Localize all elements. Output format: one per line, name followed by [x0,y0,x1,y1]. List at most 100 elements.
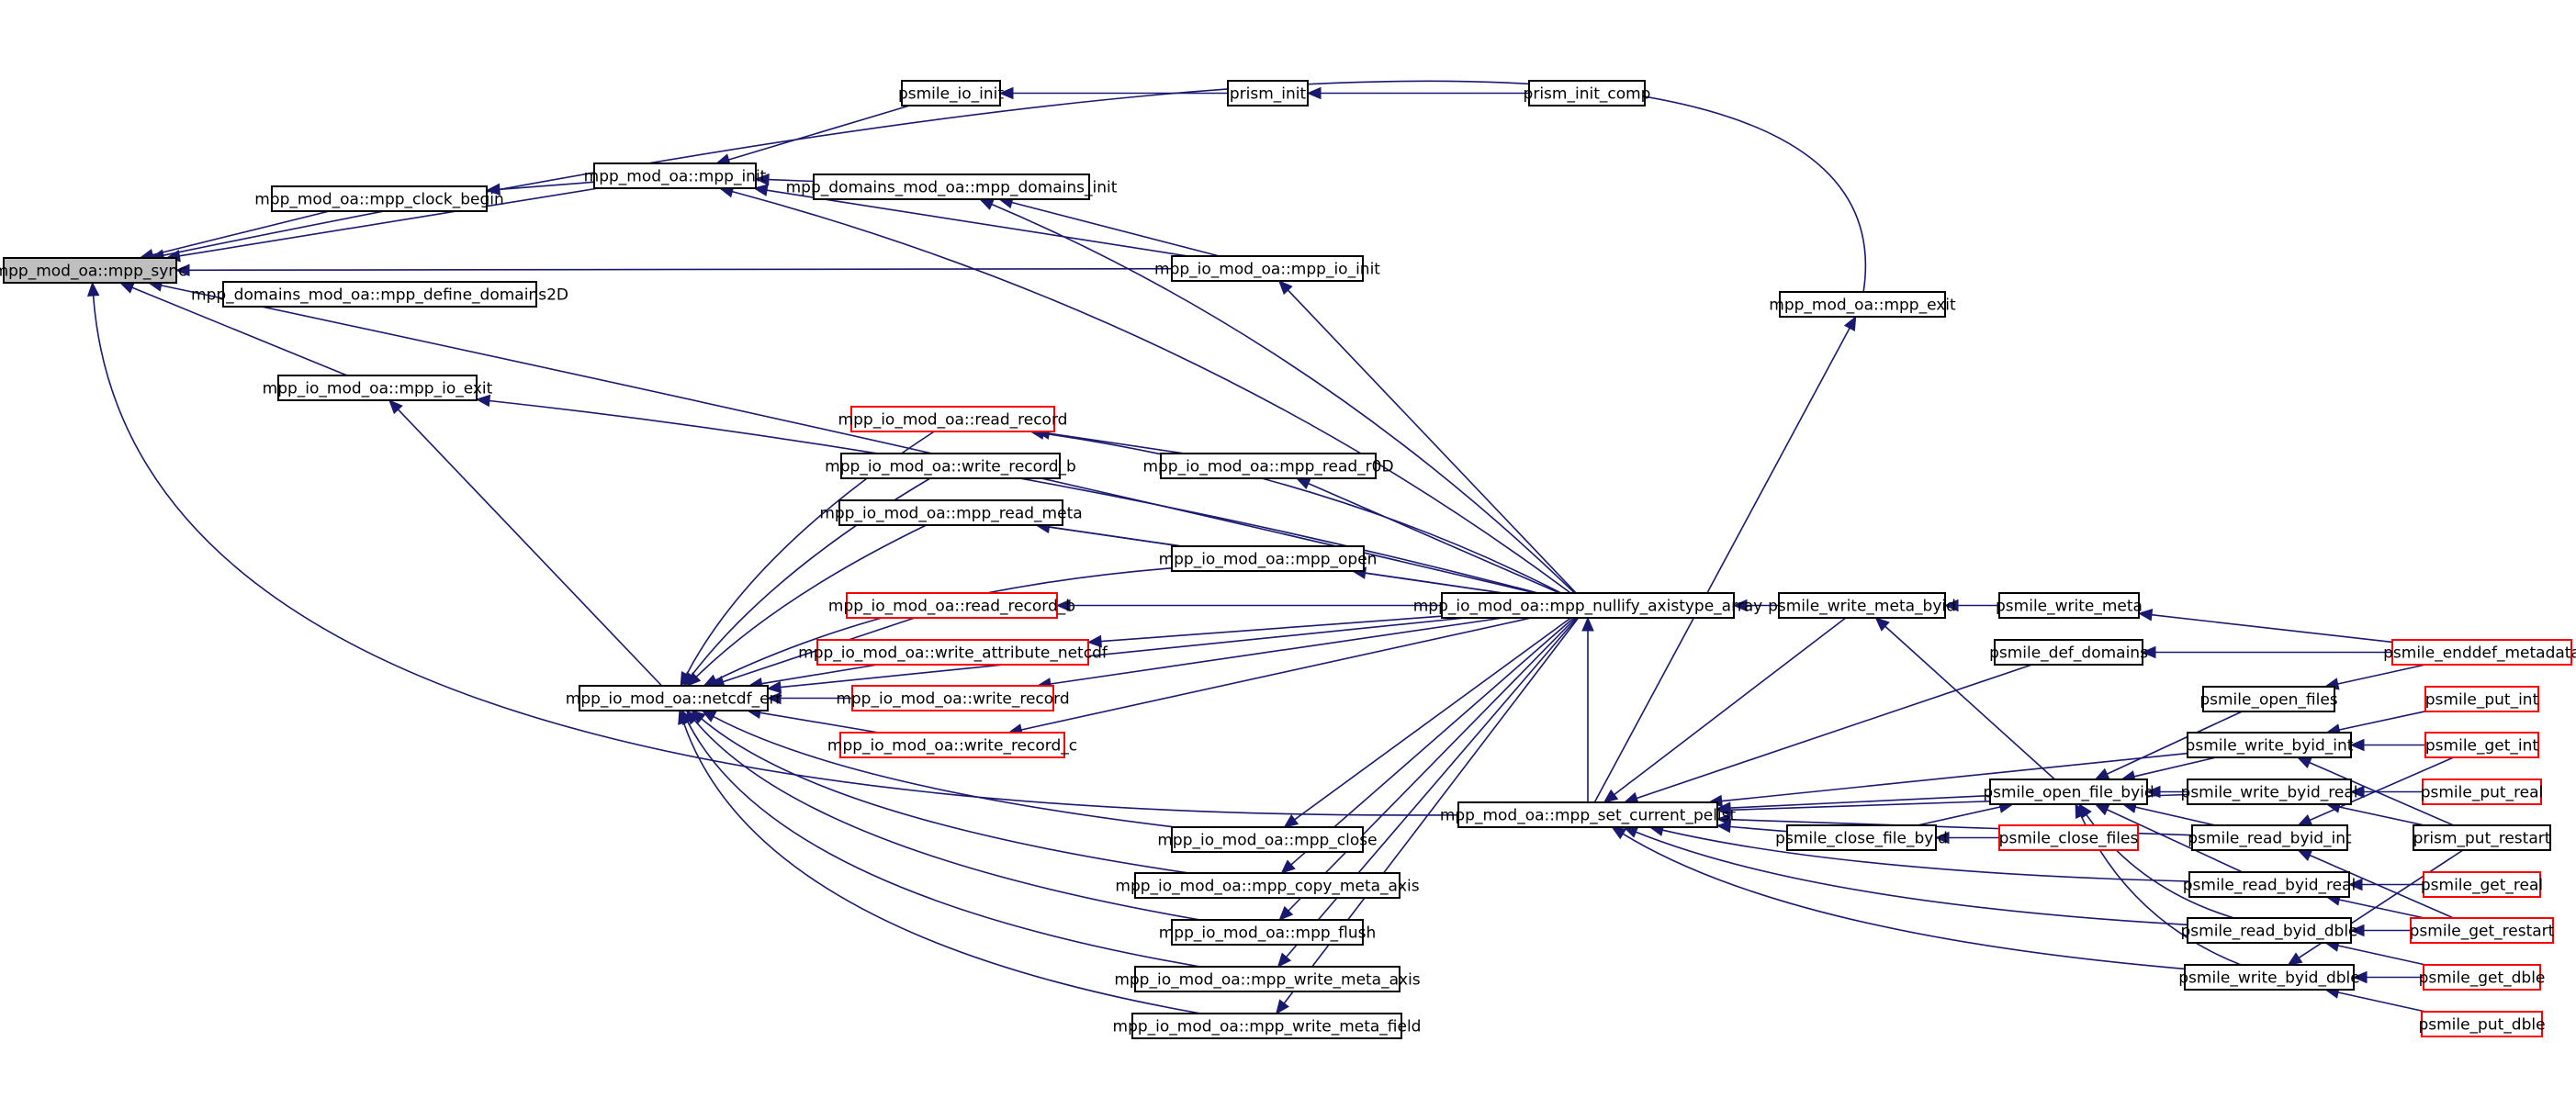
edge-prism_put_restart-to-psmile_write_byid_int [2309,761,2454,826]
edge-psmile_read_byid_dble-to-set_current_pelist [1636,831,2188,926]
edge-psmile_def_domains-to-set_current_pelist [1636,664,2032,800]
node-psmile-write-byid-int[interactable]: psmile_write_byid_int [2186,732,2354,758]
node-box [1779,291,1946,318]
node-mpp-copy-meta-axis[interactable]: mpp_io_mod_oa::mpp_copy_meta_axis [1115,872,1420,899]
edge-psmile_get_dble-to-psmile_read_byid_dble [2337,945,2426,966]
node-mpp-write-meta-field[interactable]: mpp_io_mod_oa::mpp_write_meta_field [1113,1013,1422,1039]
node-psmile-def-domains[interactable]: psmile_def_domains [1989,639,2148,666]
arrowhead-set_current_pelist-to-mpp_sync [86,281,100,297]
arrowhead-nullify-to-read_record_b [1055,599,1071,612]
node-mpp-write-meta-axis[interactable]: mpp_io_mod_oa::mpp_write_meta_axis [1114,966,1421,992]
node-box [816,639,1089,666]
node-psmile-get-restart[interactable]: psmile_get_restart [2410,917,2555,944]
arrowhead-mpp_read_meta-to-netcdf_err [686,672,702,687]
node-prism-put-restart[interactable]: prism_put_restart [2413,824,2551,851]
node-psmile-enddef-metadata[interactable]: psmile_enddef_metadata [2383,639,2576,666]
node-mpp-open[interactable]: mpp_io_mod_oa::mpp_open [1159,545,1378,572]
node-psmile-write-meta-byid[interactable]: psmile_write_meta_byid [1768,592,1956,619]
node-mpp-io-init[interactable]: mpp_io_mod_oa::mpp_io_init [1154,255,1380,282]
node-mpp-close[interactable]: mpp_io_mod_oa::mpp_close [1157,826,1378,853]
node-prism-init[interactable]: prism_init [1227,80,1309,106]
node-box [2184,964,2355,991]
node-psmile-open-files[interactable]: psmile_open_files [2199,686,2338,712]
node-box [1528,80,1646,106]
node-psmile-get-int[interactable]: psmile_get_int [2424,732,2539,758]
node-box [1441,592,1735,619]
edge-mpp_clock_begin-to-mpp_sync [152,210,330,256]
node-psmile-write-byid-real[interactable]: psmile_write_byid_real [2181,779,2358,805]
node-mpp-io-exit[interactable]: mpp_io_mod_oa::mpp_io_exit [263,375,493,401]
node-box [1998,824,2139,851]
node-psmile-io-init[interactable]: psmile_io_init [898,80,1004,106]
edge-psmile_open_file_byid-to-psmile_write_meta_byid [1884,625,2056,780]
node-psmile-open-file-byid[interactable]: psmile_open_file_byid [1983,779,2154,805]
node-psmile-put-dble[interactable]: psmile_put_dble [2418,1011,2546,1037]
edge-nullify-to-mpp_write_meta_field [1283,617,1580,1004]
edge-nullify-to-write_record [1050,617,1503,685]
node-label: mpp_io_mod_oa::netcdf_err [566,690,782,709]
node-psmile-read-byid-dble[interactable]: psmile_read_byid_dble [2180,917,2358,944]
node-read-record[interactable]: mpp_io_mod_oa::read_record [838,406,1068,432]
node-psmile-read-byid-int[interactable]: psmile_read_byid_int [2188,824,2352,851]
node-mpp-sync[interactable]: mpp_mod_oa::mpp_sync [0,257,186,284]
node-mpp-read-r0D[interactable]: mpp_io_mod_oa::mpp_read_r0D [1142,453,1394,479]
edge-psmile_put_int-to-psmile_write_byid_int [2339,711,2426,731]
node-psmile-put-int[interactable]: psmile_put_int [2424,686,2539,712]
node-box [579,685,769,711]
node-box [840,453,1061,479]
node-label: mpp_io_mod_oa::read_record_b [828,598,1075,616]
edge-psmile_read_byid_real-to-set_current_pelist [1662,829,2190,882]
node-read-record-b[interactable]: mpp_io_mod_oa::read_record_b [828,592,1075,619]
node-box [2424,732,2539,758]
edge-netcdf_err-to-mpp_io_exit [397,409,663,687]
node-mpp-domains-init[interactable]: mpp_domains_mod_oa::mpp_domains_init [786,174,1118,200]
edge-psmile_enddef_metadata-to-psmile_write_meta [2151,613,2393,644]
edge-mpp_flush-to-netcdf_err [693,720,1201,921]
node-label: psmile_open_file_byid [1983,784,2154,802]
node-psmile-write-meta[interactable]: psmile_write_meta [1996,592,2143,619]
node-psmile-get-dble[interactable]: psmile_get_dble [2419,964,2546,991]
edge-psmile_write_byid_dble-to-set_current_pelist [1622,833,2186,970]
node-psmile-get-real[interactable]: psmile_get_real [2421,871,2543,898]
node-mpp-read-meta[interactable]: mpp_io_mod_oa::mpp_read_meta [819,499,1083,526]
node-psmile-write-byid-dble[interactable]: psmile_write_byid_dble [2178,964,2360,991]
node-psmile-put-real[interactable]: psmile_put_real [2421,779,2544,805]
edge-set_current_pelist-to-mpp_sync [92,295,1459,816]
node-write-attribute-netcdf[interactable]: mpp_io_mod_oa::write_attribute_netcdf [798,639,1108,666]
edge-psmile_open_file_byid-to-set_current_pelist [1729,794,1991,809]
node-box [1994,639,2143,666]
node-box [1171,826,1364,853]
arrowhead-nullify-to-mpp_copy_meta_axis [1280,859,1296,874]
node-mpp-init[interactable]: mpp_mod_oa::mpp_init [584,162,767,189]
node-box [838,499,1063,526]
arrowhead-psmile_write_byid_dble-to-set_current_pelist [1611,826,1627,840]
edge-psmile_put_dble-to-psmile_write_byid_dble [2337,991,2426,1013]
node-mpp-define-domains2D[interactable]: mpp_domains_mod_oa::mpp_define_domains2D [191,281,568,308]
node-label: psmile_put_real [2421,784,2544,802]
node-psmile-read-byid-real[interactable]: psmile_read_byid_real [2183,871,2356,898]
node-label: mpp_io_mod_oa::mpp_io_init [1154,261,1380,279]
node-box [839,732,1065,758]
edge-psmile_open_files-to-psmile_open_file_byid [2106,711,2243,775]
node-write-record-c[interactable]: mpp_io_mod_oa::write_record_c [827,732,1077,758]
node-netcdf-err[interactable]: mpp_io_mod_oa::netcdf_err [566,685,782,711]
node-psmile-close-files[interactable]: psmile_close_files [1998,824,2139,851]
node-label: mpp_domains_mod_oa::mpp_define_domains2D [191,286,568,305]
edge-mpp_io_init-to-mpp_domains_init [1011,201,1221,257]
arrowhead-psmile_write_byid_real-to-psmile_open_file_byid [2145,785,2161,799]
node-label: psmile_close_files [1999,830,2139,848]
node-write-record-b[interactable]: mpp_io_mod_oa::write_record_b [825,453,1076,479]
node-label: mpp_mod_oa::mpp_init [584,168,767,186]
node-mpp-clock-begin[interactable]: mpp_mod_oa::mpp_clock_begin [254,185,504,212]
node-nullify[interactable]: mpp_io_mod_oa::mpp_nullify_axistype_arra… [1413,592,1763,619]
node-prism-init-comp[interactable]: prism_init_comp [1524,80,1651,106]
node-psmile-close-file-byid[interactable]: psmile_close_file_byid [1775,824,1948,851]
arrowhead-mpp_domains_init-to-mpp_init [754,173,770,186]
node-mpp-flush[interactable]: mpp_io_mod_oa::mpp_flush [1159,919,1377,946]
arrowhead-psmile_write_byid_dble-to-psmile_open_file_byid [2075,802,2087,819]
node-write-record[interactable]: mpp_io_mod_oa::write_record [836,685,1070,711]
edge-read_record_b-to-netcdf_err [723,617,916,683]
node-set-current-pelist[interactable]: mpp_mod_oa::mpp_set_current_pelist [1440,801,1737,828]
arrowhead-psmile_get_restart-to-psmile_read_byid_int [2297,849,2313,861]
node-mpp-exit[interactable]: mpp_mod_oa::mpp_exit [1769,291,1956,318]
